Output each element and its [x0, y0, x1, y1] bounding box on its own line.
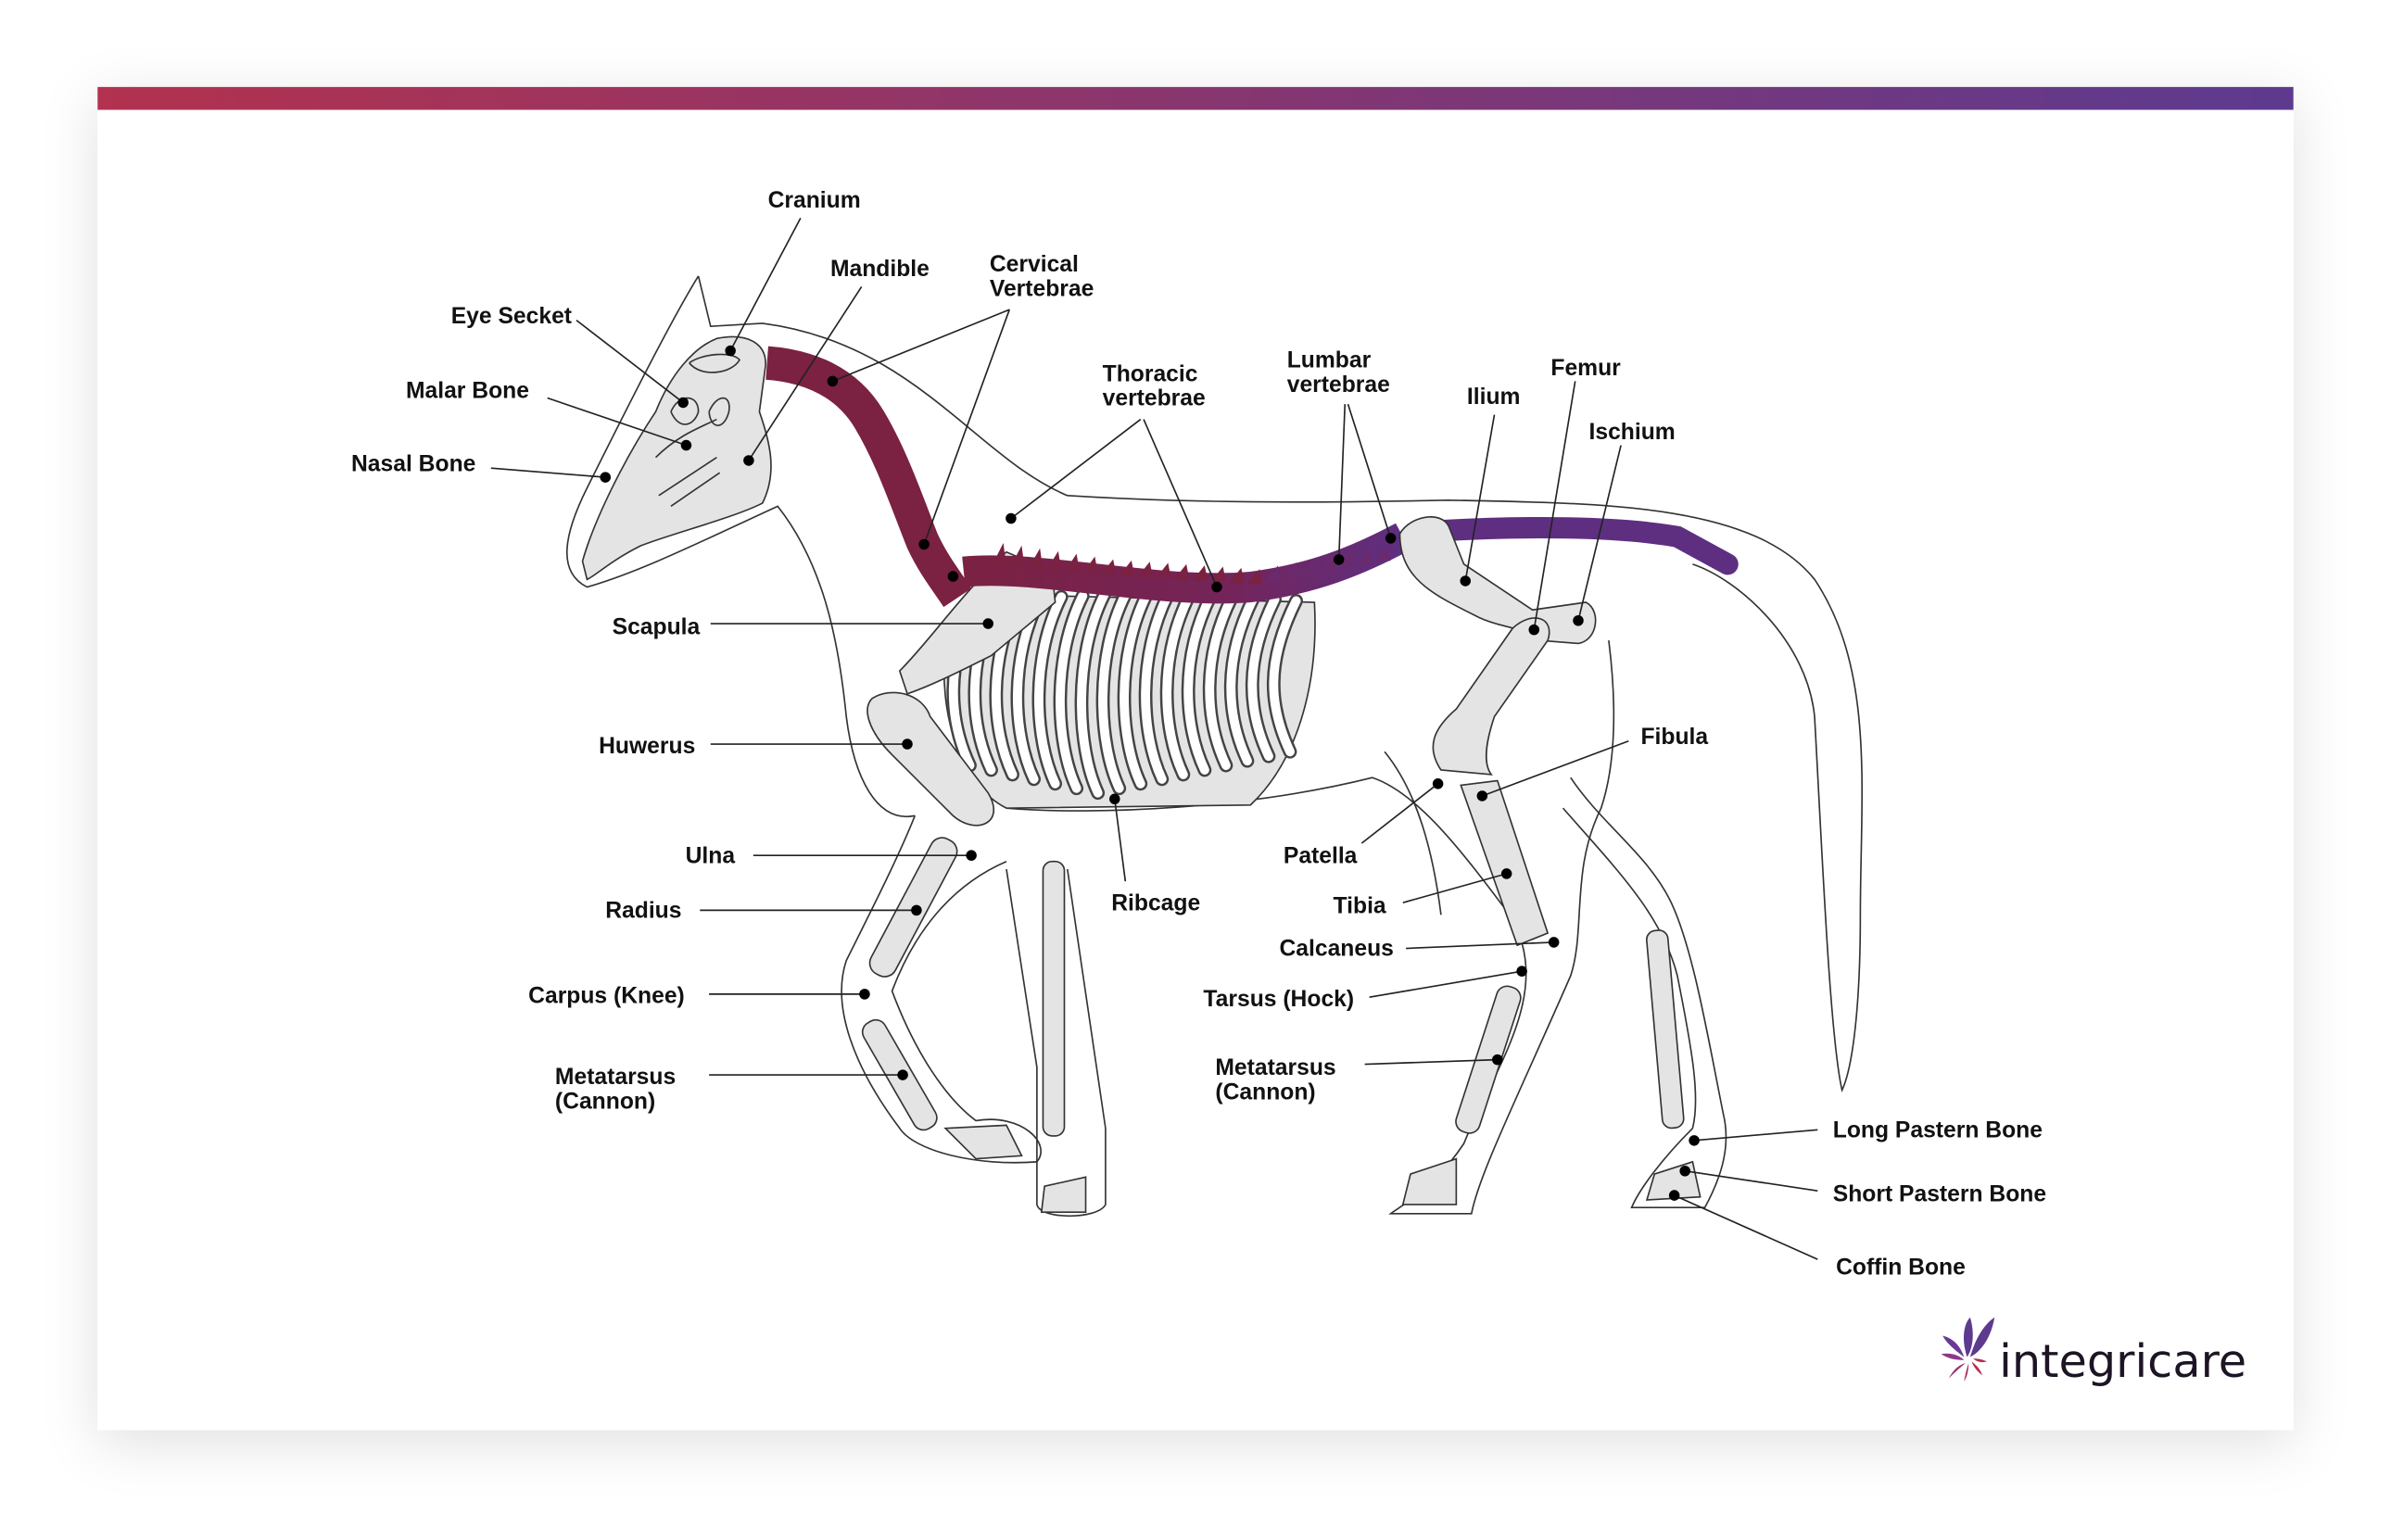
label-humerus: Huwerus [599, 734, 695, 759]
label-ischium: Ischium [1589, 420, 1676, 445]
label-carpus: Carpus (Knee) [528, 984, 685, 1009]
label-fibula: Fibula [1640, 725, 1708, 750]
label-tibia: Tibia [1334, 894, 1386, 919]
label-nasal-bone: Nasal Bone [351, 452, 475, 477]
label-radius: Radius [605, 899, 681, 924]
vertebra-spine [1064, 553, 1080, 573]
rib [1141, 589, 1173, 784]
vertebra-spine [1265, 565, 1282, 581]
label-mandible: Mandible [830, 257, 930, 282]
leader-lines [490, 217, 1818, 1260]
label-metatarsus-front: Metatarsus(Cannon) [555, 1065, 676, 1114]
far-front-leg-bone [1042, 860, 1066, 1137]
leaf-icon [1941, 1317, 1995, 1382]
marker-dots [600, 345, 1700, 1201]
brand-name: integricare [1999, 1334, 2246, 1388]
rib [1056, 591, 1088, 793]
label-patella: Patella [1284, 843, 1358, 868]
far-hind-leg-bone [1645, 929, 1685, 1130]
dorsal-spines [991, 542, 1391, 585]
label-metatarsus-hind: Metatarsus(Cannon) [1215, 1055, 1335, 1105]
femur-bone [1432, 617, 1550, 776]
label-malar-bone: Malar Bone [406, 379, 529, 404]
label-tarsus: Tarsus (Hock) [1203, 987, 1354, 1012]
vertebra-spine [1009, 545, 1025, 569]
tail-vertebrae-bone [1430, 517, 1739, 575]
rib [1162, 590, 1195, 779]
front-hoof-bone [943, 1124, 1023, 1160]
thoracic-lumbar-vertebrae-bone [962, 523, 1411, 604]
vertebra-spine [1246, 569, 1263, 585]
vertebra-spine [1338, 552, 1355, 568]
vertebra-spine [1302, 559, 1318, 574]
rib [1247, 594, 1280, 762]
skull [581, 335, 772, 581]
label-long-pastern-bone: Long Pastern Bone [1833, 1118, 2043, 1143]
vertebra-spine [1100, 559, 1117, 575]
label-ribcage: Ribcage [1111, 890, 1200, 915]
vertebra-spine [1045, 550, 1062, 572]
label-cranium: Cranium [768, 188, 861, 213]
rib [1183, 591, 1216, 775]
horse-outline [566, 275, 1864, 1218]
label-short-pastern-bone: Short Pastern Bone [1833, 1182, 2046, 1207]
label-eye-socket: Eye Secket [451, 304, 572, 329]
label-ulna: Ulna [686, 843, 736, 868]
vertebra-spine [1229, 567, 1245, 584]
vertebra-spine [1137, 562, 1153, 577]
rib [1120, 589, 1152, 789]
cervical-vertebrae-bone [765, 346, 972, 608]
vertebra-spine [1320, 555, 1336, 572]
vertebra-spine [1210, 566, 1226, 582]
rib [1098, 589, 1131, 793]
label-calcaneus: Calcaneus [1279, 937, 1393, 962]
vertebra-spine [1028, 548, 1044, 570]
integricare-logo: integricare [1941, 1317, 2246, 1388]
vertebra-spine [991, 542, 1006, 568]
far-front-hoof [1040, 1176, 1087, 1213]
rib [1077, 590, 1109, 798]
humerus-bone [867, 691, 994, 827]
hind-hoof-bone [1401, 1157, 1458, 1205]
vertebra-spine [1173, 563, 1190, 580]
rib [1226, 593, 1259, 766]
label-femur: Femur [1550, 356, 1621, 381]
rib [1205, 592, 1237, 770]
vertebra-spine [1357, 549, 1373, 564]
vertebra-spine [1119, 560, 1135, 576]
gradient-header-bar [97, 86, 2294, 110]
label-scapula: Scapula [613, 615, 701, 640]
label-coffin-bone: Coffin Bone [1836, 1256, 1966, 1281]
vertebra-spine [1082, 556, 1098, 574]
rib [1269, 596, 1301, 757]
vertebra-spine [1284, 562, 1299, 578]
tibia-bone [1460, 779, 1550, 947]
rib [1034, 592, 1067, 789]
label-ilium: Ilium [1467, 385, 1521, 410]
vertebra-spine [1375, 545, 1391, 562]
vertebra-spine [1156, 562, 1171, 579]
vertebra-spine [1192, 565, 1208, 581]
